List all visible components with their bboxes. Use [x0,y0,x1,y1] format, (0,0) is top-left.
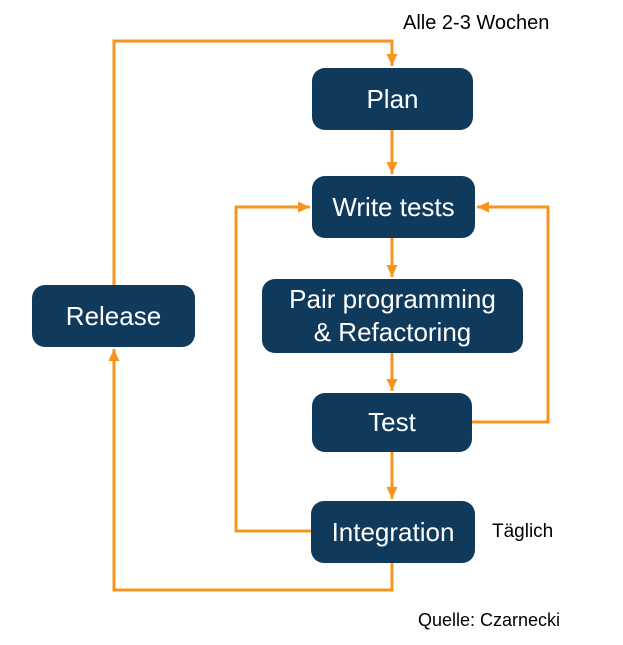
node-plan: Plan [312,68,473,130]
daily-frequency-label: Täglich [492,521,554,542]
source-credit-label: Quelle: Czarnecki [418,610,561,630]
node-release: Release [32,285,195,347]
node-write-tests-label: Write tests [332,191,455,222]
node-release-label: Release [65,300,162,331]
node-test-label: Test [368,407,416,438]
node-plan-label: Plan [366,83,419,114]
cycle-frequency-label: Alle 2-3 Wochen [403,12,550,34]
node-test: Test [312,393,472,452]
node-pair-programming-refactoring: Pair programming & Refactoring [262,279,523,353]
node-integration: Integration [311,501,475,563]
node-write-tests: Write tests [312,176,475,238]
edge-integration-to-release [108,349,394,592]
node-integration-label: Integration [331,516,455,547]
edge-test-to-write-tests [472,201,550,424]
node-pair-label-line1: Pair programming [289,284,496,315]
edge-release-to-plan [112,39,398,285]
edge-integration-to-write-tests [234,201,311,533]
node-pair-label-line2: & Refactoring [313,317,472,347]
